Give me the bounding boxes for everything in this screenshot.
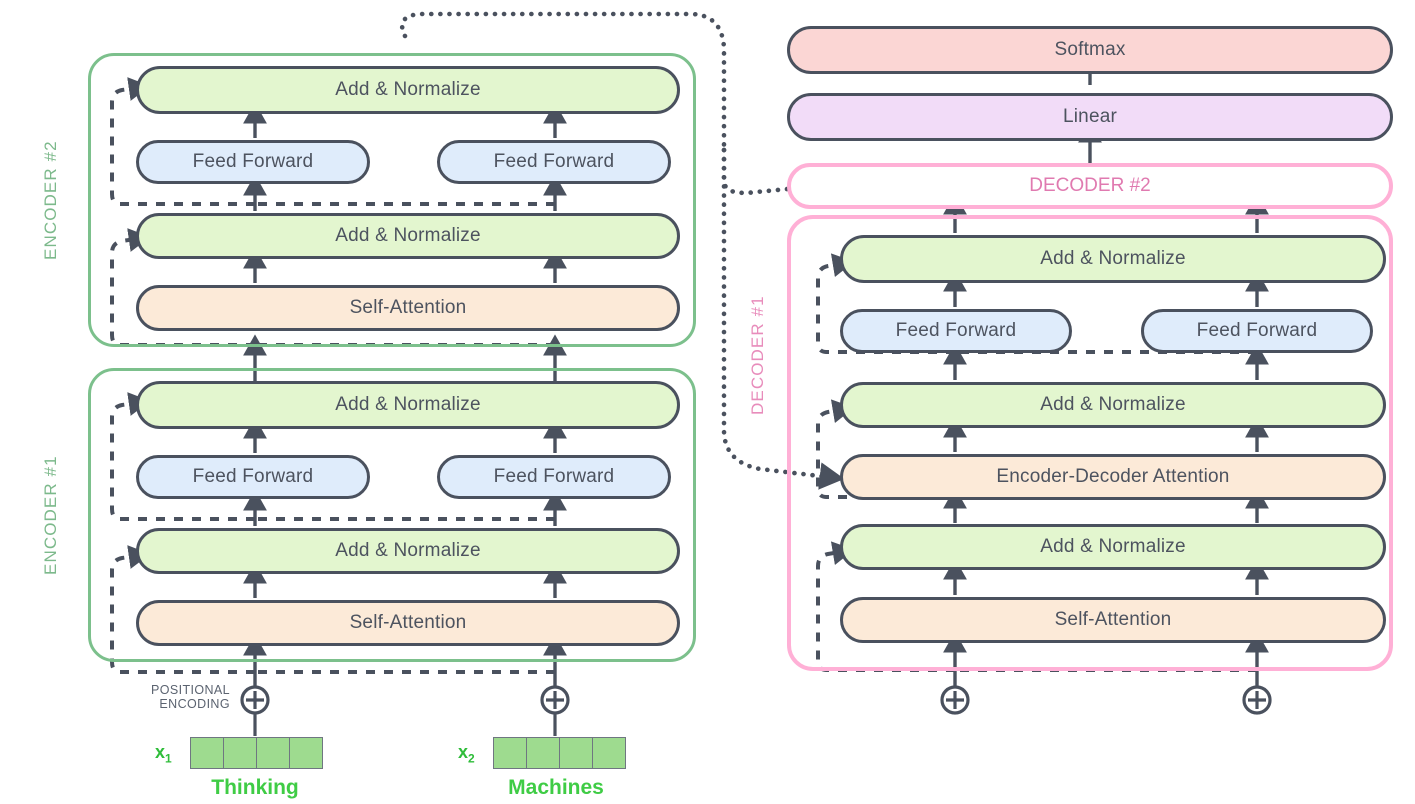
encoder-block-1-label: ENCODER #1 — [41, 455, 60, 575]
embedding-cell — [290, 738, 322, 768]
linear-box[interactable]: Linear — [787, 93, 1393, 141]
embedding-vector-2 — [493, 737, 626, 769]
encoder-block-2-container — [88, 53, 696, 347]
decoder-block-1-label: DECODER #1 — [748, 295, 767, 415]
embedding-index-2: 2 — [468, 751, 475, 766]
positional-encoding-line-2: ENCODING — [159, 697, 230, 711]
positional-encoding-label: POSITIONAL ENCODING — [136, 683, 230, 711]
decoder1-add-normalize-middle[interactable]: Add & Normalize — [840, 382, 1386, 428]
encoder1-self-attention[interactable]: Self-Attention — [136, 600, 680, 646]
embedding-vector-1 — [190, 737, 323, 769]
embedding-to-plus-lines — [253, 713, 557, 736]
decoder-block-1-container — [787, 215, 1393, 671]
embedding-cell — [224, 738, 257, 768]
positional-encoding-plus-encoder — [240, 685, 570, 715]
decoder-block-2-collapsed[interactable]: DECODER #2 — [787, 163, 1393, 209]
decoder1-encoder-decoder-attention[interactable]: Encoder-Decoder Attention — [840, 454, 1386, 500]
encoder2-feed-forward-left[interactable]: Feed Forward — [136, 140, 370, 184]
embedding-cell — [191, 738, 224, 768]
decoder1-feed-forward-right[interactable]: Feed Forward — [1141, 309, 1373, 353]
input-word-1: Thinking — [211, 776, 299, 799]
positional-encoding-line-1: POSITIONAL — [150, 683, 230, 697]
encoder1-feed-forward-left[interactable]: Feed Forward — [136, 455, 370, 499]
embedding-cell — [257, 738, 290, 768]
decoder1-self-attention[interactable]: Self-Attention — [840, 597, 1386, 643]
embedding-label-x2: x2 — [458, 742, 475, 766]
decoder1-add-normalize-bottom[interactable]: Add & Normalize — [840, 524, 1386, 570]
embedding-cell — [494, 738, 527, 768]
encoder2-self-attention[interactable]: Self-Attention — [136, 285, 680, 331]
embedding-label-x1: x1 — [155, 742, 172, 766]
softmax-box[interactable]: Softmax — [787, 26, 1393, 74]
encoder1-add-normalize-top[interactable]: Add & Normalize — [136, 381, 680, 429]
embedding-cell — [593, 738, 625, 768]
encoder-block-1-container — [88, 368, 696, 662]
input-word-2: Machines — [508, 776, 604, 799]
embedding-cell — [560, 738, 593, 768]
embedding-cell — [527, 738, 560, 768]
positional-encoding-plus-decoder — [940, 685, 1272, 715]
encoder2-feed-forward-right[interactable]: Feed Forward — [437, 140, 671, 184]
encoder-block-2-label: ENCODER #2 — [41, 140, 60, 260]
encoder1-feed-forward-right[interactable]: Feed Forward — [437, 455, 671, 499]
encoder2-add-normalize-bottom[interactable]: Add & Normalize — [136, 213, 680, 259]
encoder1-add-normalize-bottom[interactable]: Add & Normalize — [136, 528, 680, 574]
encoder2-add-normalize-top[interactable]: Add & Normalize — [136, 66, 680, 114]
embedding-index-1: 1 — [165, 751, 172, 766]
decoder1-feed-forward-left[interactable]: Feed Forward — [840, 309, 1072, 353]
decoder1-add-normalize-top[interactable]: Add & Normalize — [840, 235, 1386, 283]
